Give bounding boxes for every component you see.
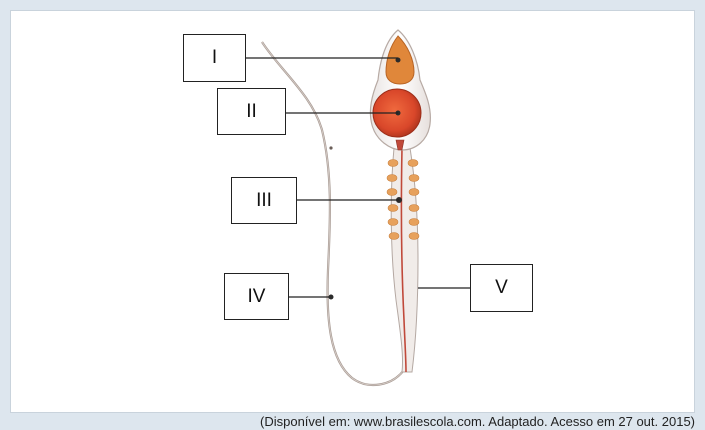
label-box-iv: IV — [224, 273, 289, 320]
label-box-v: V — [470, 264, 533, 312]
label-box-ii: II — [217, 88, 286, 135]
tail-tick-upper — [329, 146, 332, 149]
label-ii-text: II — [246, 101, 257, 123]
label-box-iii: III — [231, 177, 297, 224]
label-i-text: I — [212, 47, 217, 69]
label-iv-text: IV — [248, 286, 266, 308]
tail-marker — [329, 295, 334, 300]
label-box-i: I — [183, 34, 246, 82]
label-iii-text: III — [256, 190, 272, 212]
source-caption: (Disponível em: www.brasilescola.com. Ad… — [260, 414, 695, 430]
label-v-text: V — [495, 277, 508, 299]
